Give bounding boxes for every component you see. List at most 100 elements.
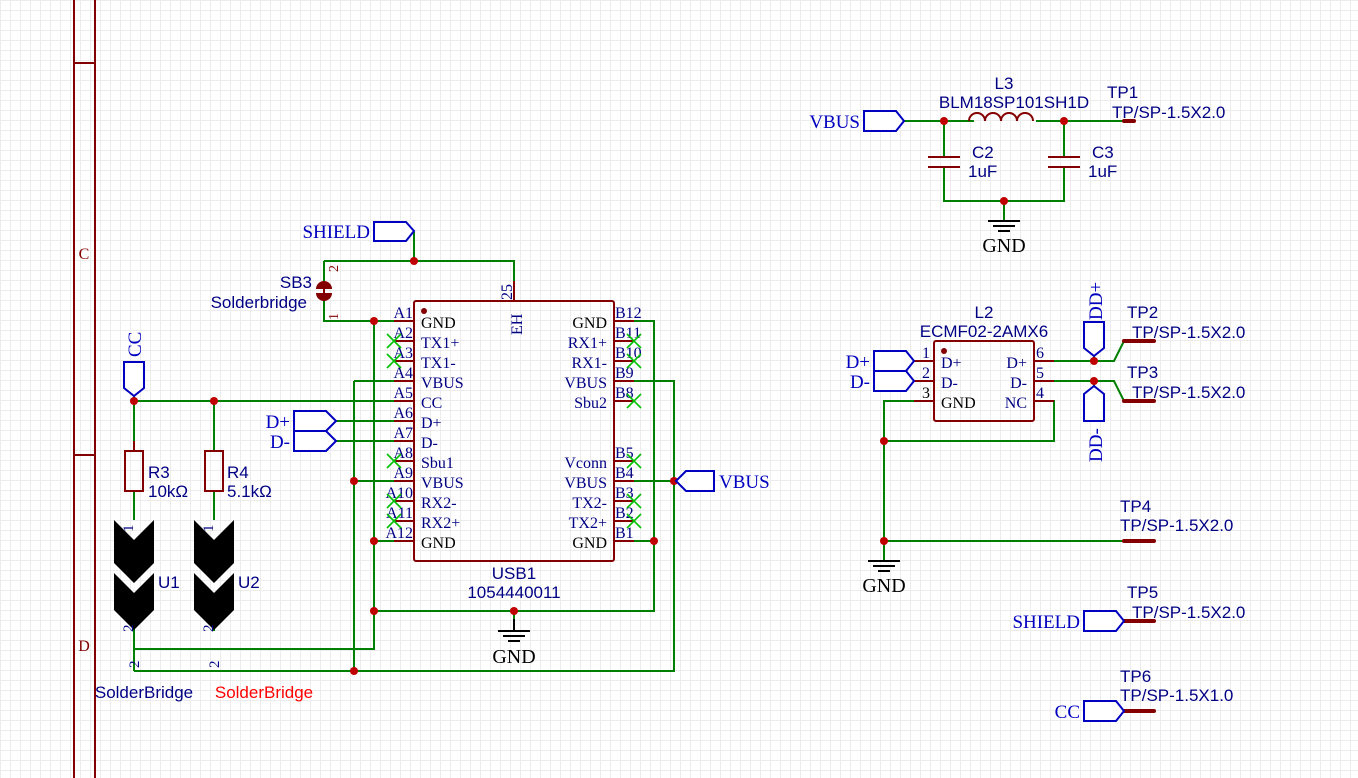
l2-ref: L2 — [975, 303, 994, 322]
l2-pin-name-5: D- — [1010, 375, 1027, 392]
usb1-pin-name-a3: TX1- — [421, 355, 456, 372]
dd-minus-label-text: DD- — [1086, 428, 1107, 462]
u1-ref: U1 — [158, 573, 180, 592]
sb3-pin-2: 2 — [327, 265, 342, 272]
shield-label-top-text: SHIELD — [302, 222, 370, 243]
usb1-pin-b11: B11 — [615, 325, 641, 342]
usb1-pin-b1: B1 — [615, 525, 634, 542]
no-connect-markers — [386, 333, 642, 529]
cc-label-left-text: CC — [125, 332, 146, 357]
usb1-ref: USB1 — [492, 564, 536, 583]
zone-label-d: D — [78, 638, 90, 655]
tp3-value: TP/SP-1.5X2.0 — [1132, 383, 1245, 402]
gnd-label-esd: GND — [862, 575, 905, 597]
u1-value: SolderBridge — [95, 683, 193, 702]
cc-label-tp6[interactable]: CC — [1055, 700, 1126, 723]
cc-label-left[interactable]: CC — [123, 332, 146, 398]
usb1-pin-25: 25 — [499, 284, 516, 300]
l3-value: BLM18SP101SH1D — [939, 93, 1089, 112]
tp6-ref: TP6 — [1120, 667, 1151, 686]
cc-label-tp6-text: CC — [1055, 702, 1080, 723]
gnd-label-usb: GND — [492, 646, 535, 668]
usb1-pin-a1: A1 — [393, 305, 413, 322]
usb1-pin-name-b11: RX1+ — [568, 335, 607, 352]
r3-ref: R3 — [148, 463, 170, 482]
l2-esd-filter[interactable]: 1 2 3 6 5 4 D+ D- GND D+ D- NC L2 ECMF02… — [914, 303, 1054, 422]
vbus-label-filter[interactable]: VBUS — [809, 110, 906, 133]
sb3-pin-1: 1 — [327, 313, 342, 320]
l2-pin-4: 4 — [1036, 385, 1044, 402]
usb1-connector[interactable]: A1 A2 A3 A4 A5 A6 A7 A8 A9 A10 A11 A12 G… — [385, 281, 642, 602]
usb1-pin-name-a5: CC — [421, 395, 442, 412]
u2-pin-1: 1 — [201, 525, 217, 533]
l2-pin-name-2: D- — [941, 375, 958, 392]
dd-plus-label-text: DD+ — [1086, 282, 1107, 320]
dminus-label-left-text: D- — [270, 432, 290, 453]
usb1-pin-name-a9: VBUS — [421, 475, 464, 492]
r4-resistor[interactable]: R4 5.1kΩ — [204, 450, 272, 501]
r4-ref: R4 — [227, 463, 249, 482]
l2-pin-name-1: D+ — [941, 355, 962, 372]
usb1-value: 1054440011 — [467, 583, 560, 602]
usb1-pin-name-b3: TX2- — [572, 495, 607, 512]
usb1-pin-b9: B9 — [615, 365, 634, 382]
usb1-pin-b8: B8 — [615, 385, 634, 402]
usb1-pin-a6: A6 — [393, 405, 413, 422]
dplus-label-esd-text: D+ — [846, 352, 870, 373]
c3-capacitor[interactable]: C3 1uF — [1048, 143, 1117, 181]
sheet-frame — [73, 0, 96, 778]
sb3-solderbridge[interactable]: 2 1 SB3 Solderbridge — [211, 265, 342, 320]
l3-ferrite[interactable]: L3 BLM18SP101SH1D — [939, 74, 1089, 122]
usb1-pin-name-a8: Sbu1 — [421, 455, 454, 472]
u2-pin-2b: 2 — [207, 661, 223, 669]
shield-label-tp5-text: SHIELD — [1012, 612, 1080, 633]
dd-minus-label[interactable]: DD- — [1083, 384, 1107, 462]
usb1-pin-name-a10: RX2- — [421, 495, 457, 512]
usb1-pin-a10: A10 — [385, 485, 413, 502]
u2-solderbridge[interactable]: 1 2 2 U2 SolderBridge — [194, 520, 313, 702]
dplus-label-esd[interactable]: D+ — [846, 350, 916, 373]
usb1-pin-name-eh: EH — [509, 313, 526, 335]
usb1-pin-name-b12: GND — [572, 315, 607, 332]
dd-plus-label[interactable]: DD+ — [1083, 282, 1107, 358]
l2-value: ECMF02-2AMX6 — [920, 322, 1048, 341]
u2-ref: U2 — [238, 573, 260, 592]
tp2-value: TP/SP-1.5X2.0 — [1132, 323, 1245, 342]
usb1-pin-name-b9: VBUS — [564, 375, 607, 392]
tp5-ref: TP5 — [1127, 583, 1158, 602]
usb1-pin-name-b2: TX2+ — [569, 515, 607, 532]
u2-pin-2: 2 — [201, 625, 217, 633]
shield-label-top[interactable]: SHIELD — [302, 221, 416, 243]
u1-solderbridge[interactable]: 1 2 2 U1 SolderBridge — [95, 520, 193, 702]
shield-label-tp5[interactable]: SHIELD — [1012, 610, 1126, 633]
u1-pin-2b: 2 — [127, 661, 143, 669]
r3-resistor[interactable]: R3 10kΩ — [124, 441, 188, 501]
c2-value: 1uF — [968, 162, 997, 181]
dminus-label-esd[interactable]: D- — [850, 370, 916, 393]
r4-value: 5.1kΩ — [227, 482, 272, 501]
usb1-pin-b3: B3 — [615, 485, 634, 502]
usb1-pin-name-a11: RX2+ — [421, 515, 460, 532]
l2-pin-name-6: D+ — [1006, 355, 1027, 372]
gnd-symbol-filter: GND — [982, 220, 1026, 257]
tp6-value: TP/SP-1.5X1.0 — [1120, 686, 1233, 705]
usb1-pin-a7: A7 — [393, 425, 413, 442]
l2-pin-5: 5 — [1036, 365, 1044, 382]
sb3-value: Solderbridge — [211, 293, 307, 312]
c2-ref: C2 — [972, 143, 994, 162]
u2-value: SolderBridge — [215, 683, 313, 702]
c2-capacitor[interactable]: C2 1uF — [928, 143, 997, 181]
r3-value: 10kΩ — [148, 482, 188, 501]
test-point-pads — [1122, 119, 1156, 713]
usb1-pin-name-a12: GND — [421, 535, 456, 552]
usb1-pin-name-a4: VBUS — [421, 375, 464, 392]
dplus-label-left[interactable]: D+ — [266, 410, 338, 433]
usb1-pin-a11: A11 — [386, 505, 413, 522]
dminus-label-left[interactable]: D- — [270, 430, 338, 453]
usb1-pin-name-a7: D- — [421, 435, 438, 452]
tp4-ref: TP4 — [1120, 497, 1151, 516]
junctions — [130, 117, 1098, 675]
vbus-label-right[interactable]: VBUS — [674, 470, 770, 493]
dplus-label-left-text: D+ — [266, 412, 290, 433]
